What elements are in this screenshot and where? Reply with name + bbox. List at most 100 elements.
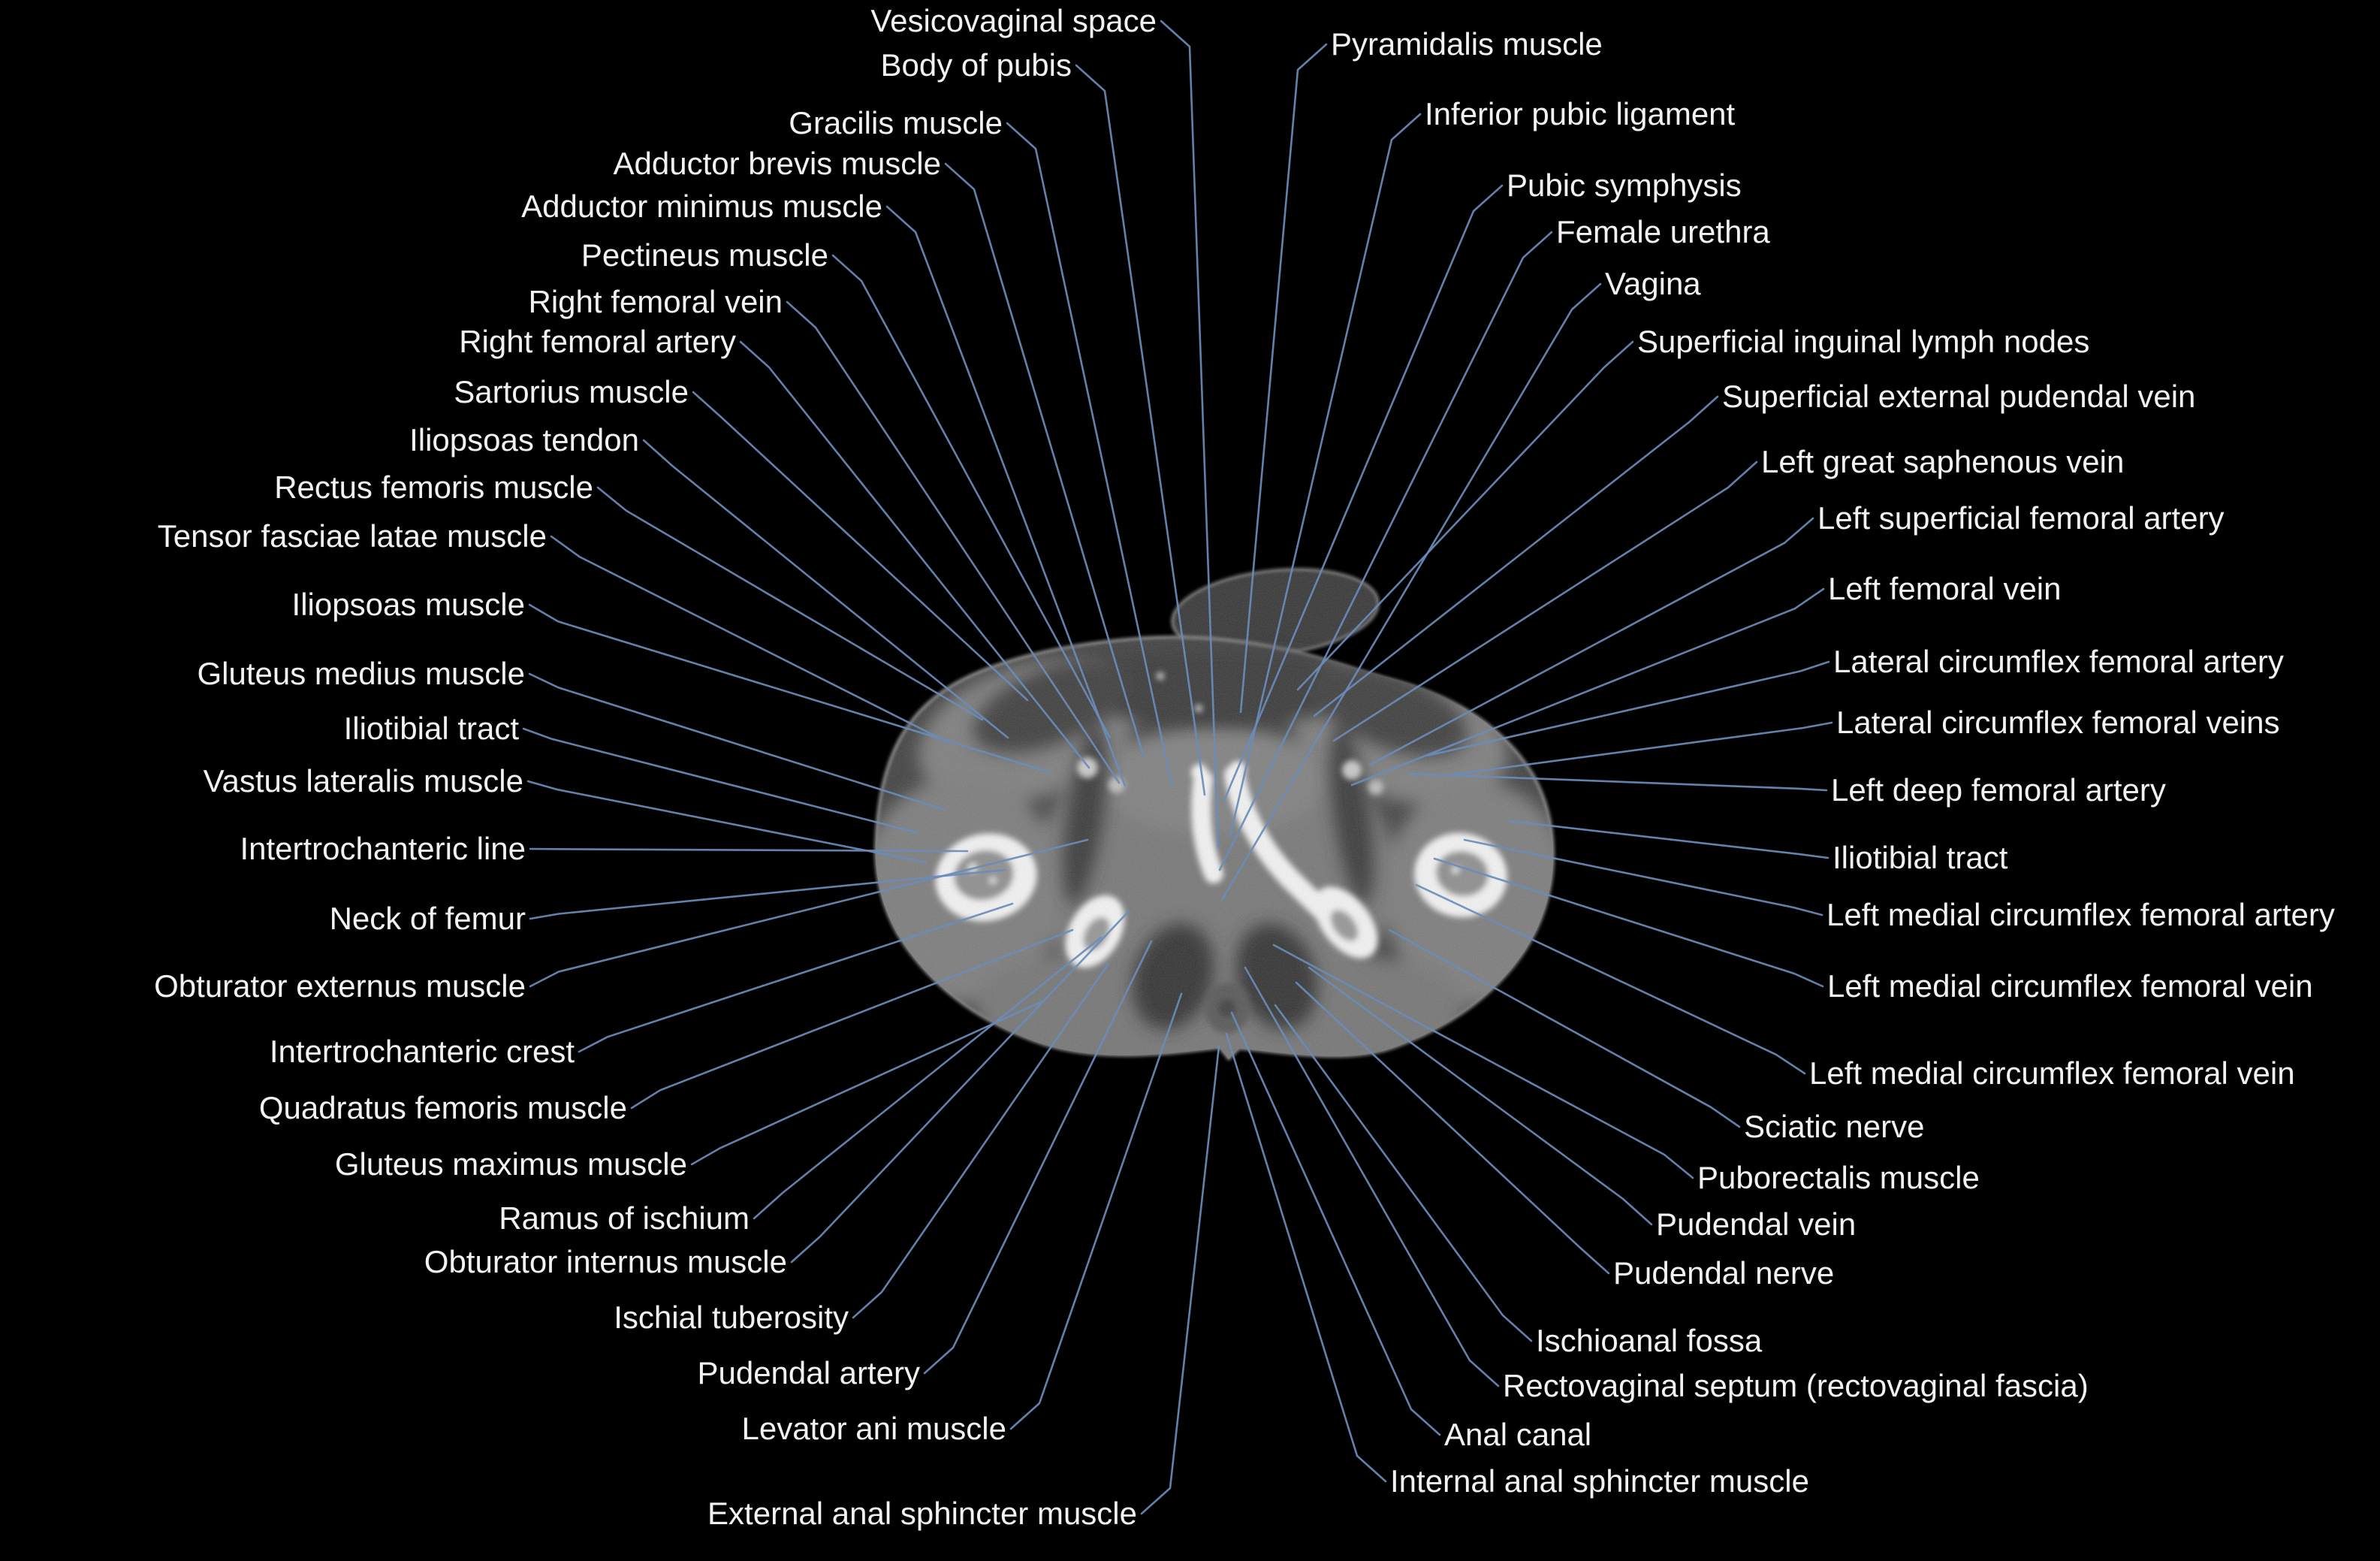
label-gluteus-medius-muscle: Gluteus medius muscle [197,656,525,691]
leader-line-superficial-external-pudendal-vein [1313,395,1719,717]
leader-line-gracilis-muscle [1006,122,1173,787]
leader-line-ischioanal-fossa [1274,1004,1533,1342]
label-ischial-tuberosity: Ischial tuberosity [614,1300,849,1335]
leader-line-quadratus-femoris-muscle [630,928,1074,1110]
label-superficial-external-pudendal-vein: Superficial external pudendal vein [1722,379,2196,414]
leader-line-sciatic-nerve [1388,928,1741,1128]
label-right-femoral-artery: Right femoral artery [459,324,736,359]
leader-line-superficial-inguinal-lymph-nodes [1296,340,1634,691]
label-female-urethra: Female urethra [1556,214,1770,249]
leader-line-levator-ani-muscle [1009,992,1183,1430]
leader-line-pyramidalis-muscle [1239,43,1328,714]
leader-line-iliotibial-tract [522,727,918,834]
leader-line-iliotibial-tract [1508,820,1829,859]
label-vastus-lateralis-muscle: Vastus lateralis muscle [203,763,523,799]
label-body-of-pubis: Body of pubis [880,47,1072,83]
leader-line-body-of-pubis [1075,64,1206,796]
leader-line-lateral-circumflex-femoral-veins [1445,721,1833,777]
label-pudendal-artery: Pudendal artery [697,1355,920,1390]
label-vagina: Vagina [1605,266,1701,301]
label-obturator-internus-muscle: Obturator internus muscle [424,1244,787,1279]
label-iliopsoas-tendon: Iliopsoas tendon [409,422,639,457]
label-left-medial-circumflex-femoral-vein: Left medial circumflex femoral vein [1827,968,2313,1004]
leader-line-pubic-symphysis [1222,184,1504,804]
label-superficial-inguinal-lymph-nodes: Superficial inguinal lymph nodes [1637,324,2090,359]
label-internal-anal-sphincter-muscle: Internal anal sphincter muscle [1390,1463,1809,1499]
leader-line-left-medial-circumflex-femoral-vein [1433,857,1824,988]
leader-line-gluteus-medius-muscle [528,672,946,811]
leader-line-left-superficial-femoral-artery [1368,517,1814,766]
leader-line-adductor-brevis-muscle [944,162,1145,759]
leader-line-vesicovaginal-space [1160,20,1220,849]
label-quadratus-femoris-muscle: Quadratus femoris muscle [258,1090,627,1125]
label-pyramidalis-muscle: Pyramidalis muscle [1331,26,1603,62]
leader-line-inferior-pubic-ligament [1229,113,1422,838]
label-pectineus-muscle: Pectineus muscle [581,237,828,273]
leader-line-pudendal-vein [1308,966,1653,1226]
leader-line-ramus-of-ischium [753,936,1103,1220]
label-left-great-saphenous-vein: Left great saphenous vein [1761,444,2125,479]
label-left-deep-femoral-artery: Left deep femoral artery [1831,772,2166,808]
label-ramus-of-ischium: Ramus of ischium [499,1200,750,1236]
label-lateral-circumflex-femoral-artery: Lateral circumflex femoral artery [1833,644,2284,679]
leader-line-internal-anal-sphincter-muscle [1225,1032,1387,1483]
label-neck-of-femur: Neck of femur [329,901,526,936]
label-left-superficial-femoral-artery: Left superficial femoral artery [1817,500,2225,536]
leader-line-tensor-fasciae-latae-muscle [550,535,949,744]
label-gracilis-muscle: Gracilis muscle [789,105,1003,140]
leader-line-left-medial-circumflex-femoral-vein [1415,883,1806,1075]
leader-line-lateral-circumflex-femoral-artery [1425,660,1830,757]
leader-line-neck-of-femur [529,868,1006,920]
label-intertrochanteric-crest: Intertrochanteric crest [269,1034,575,1069]
leader-line-obturator-externus-muscle [529,838,1089,988]
leader-line-external-anal-sphincter-muscle [1140,1045,1220,1515]
label-pubic-symphysis: Pubic symphysis [1507,168,1742,203]
leader-line-intertrochanteric-line [529,847,969,853]
leader-line-left-deep-femoral-artery [1407,772,1828,792]
leader-line-vagina [1220,282,1602,901]
leader-line-gluteus-maximus-muscle [690,1000,1044,1166]
label-iliotibial-tract: Iliotibial tract [1833,840,2008,875]
leader-line-rectus-femoris-muscle [596,486,984,721]
label-gluteus-maximus-muscle: Gluteus maximus muscle [334,1146,687,1182]
leader-line-sartorius-muscle [692,391,1029,702]
label-sartorius-muscle: Sartorius muscle [454,374,689,409]
label-intertrochanteric-line: Intertrochanteric line [240,831,526,866]
label-left-medial-circumflex-femoral-vein: Left medial circumflex femoral vein [1809,1055,2295,1091]
label-rectus-femoris-muscle: Rectus femoris muscle [274,470,593,505]
leader-line-iliopsoas-tendon [642,439,1009,739]
label-left-femoral-vein: Left femoral vein [1828,571,2062,606]
leader-line-iliopsoas-muscle [528,603,1051,774]
label-external-anal-sphincter-muscle: External anal sphincter muscle [707,1496,1137,1531]
label-ischioanal-fossa: Ischioanal fossa [1536,1323,1763,1358]
label-adductor-minimus-muscle: Adductor minimus muscle [521,189,882,224]
leader-line-intertrochanteric-crest [578,902,1014,1053]
label-vesicovaginal-space: Vesicovaginal space [870,3,1157,38]
label-puborectalis-muscle: Puborectalis muscle [1697,1160,1980,1195]
label-lateral-circumflex-femoral-veins: Lateral circumflex femoral veins [1836,705,2280,740]
label-pudendal-nerve: Pudendal nerve [1613,1255,1835,1291]
label-sciatic-nerve: Sciatic nerve [1744,1109,1925,1144]
leader-line-pudendal-artery [923,940,1153,1375]
leader-line-adductor-minimus-muscle [885,205,1127,787]
label-right-femoral-vein: Right femoral vein [528,284,783,319]
leader-line-pudendal-nerve [1295,981,1610,1275]
label-iliotibial-tract: Iliotibial tract [343,711,519,746]
leader-line-right-femoral-vein [786,300,1121,784]
label-adductor-brevis-muscle: Adductor brevis muscle [613,146,941,181]
label-inferior-pubic-ligament: Inferior pubic ligament [1425,96,1736,131]
label-iliopsoas-muscle: Iliopsoas muscle [291,587,525,622]
leader-line-pectineus-muscle [831,254,1112,739]
leader-line-puborectalis-muscle [1272,944,1694,1179]
label-left-medial-circumflex-femoral-artery: Left medial circumflex femoral artery [1826,897,2335,932]
label-obturator-externus-muscle: Obturator externus muscle [154,968,526,1004]
leader-line-rectovaginal-septum-rectovaginal-fascia [1244,966,1500,1387]
leader-line-vastus-lateralis-muscle [526,780,928,864]
leader-line-left-great-saphenous-vein [1332,460,1758,742]
label-tensor-fasciae-latae-muscle: Tensor fasciae latae muscle [157,518,547,554]
label-anal-canal: Anal canal [1444,1417,1592,1452]
leader-line-ischial-tuberosity [852,962,1110,1319]
